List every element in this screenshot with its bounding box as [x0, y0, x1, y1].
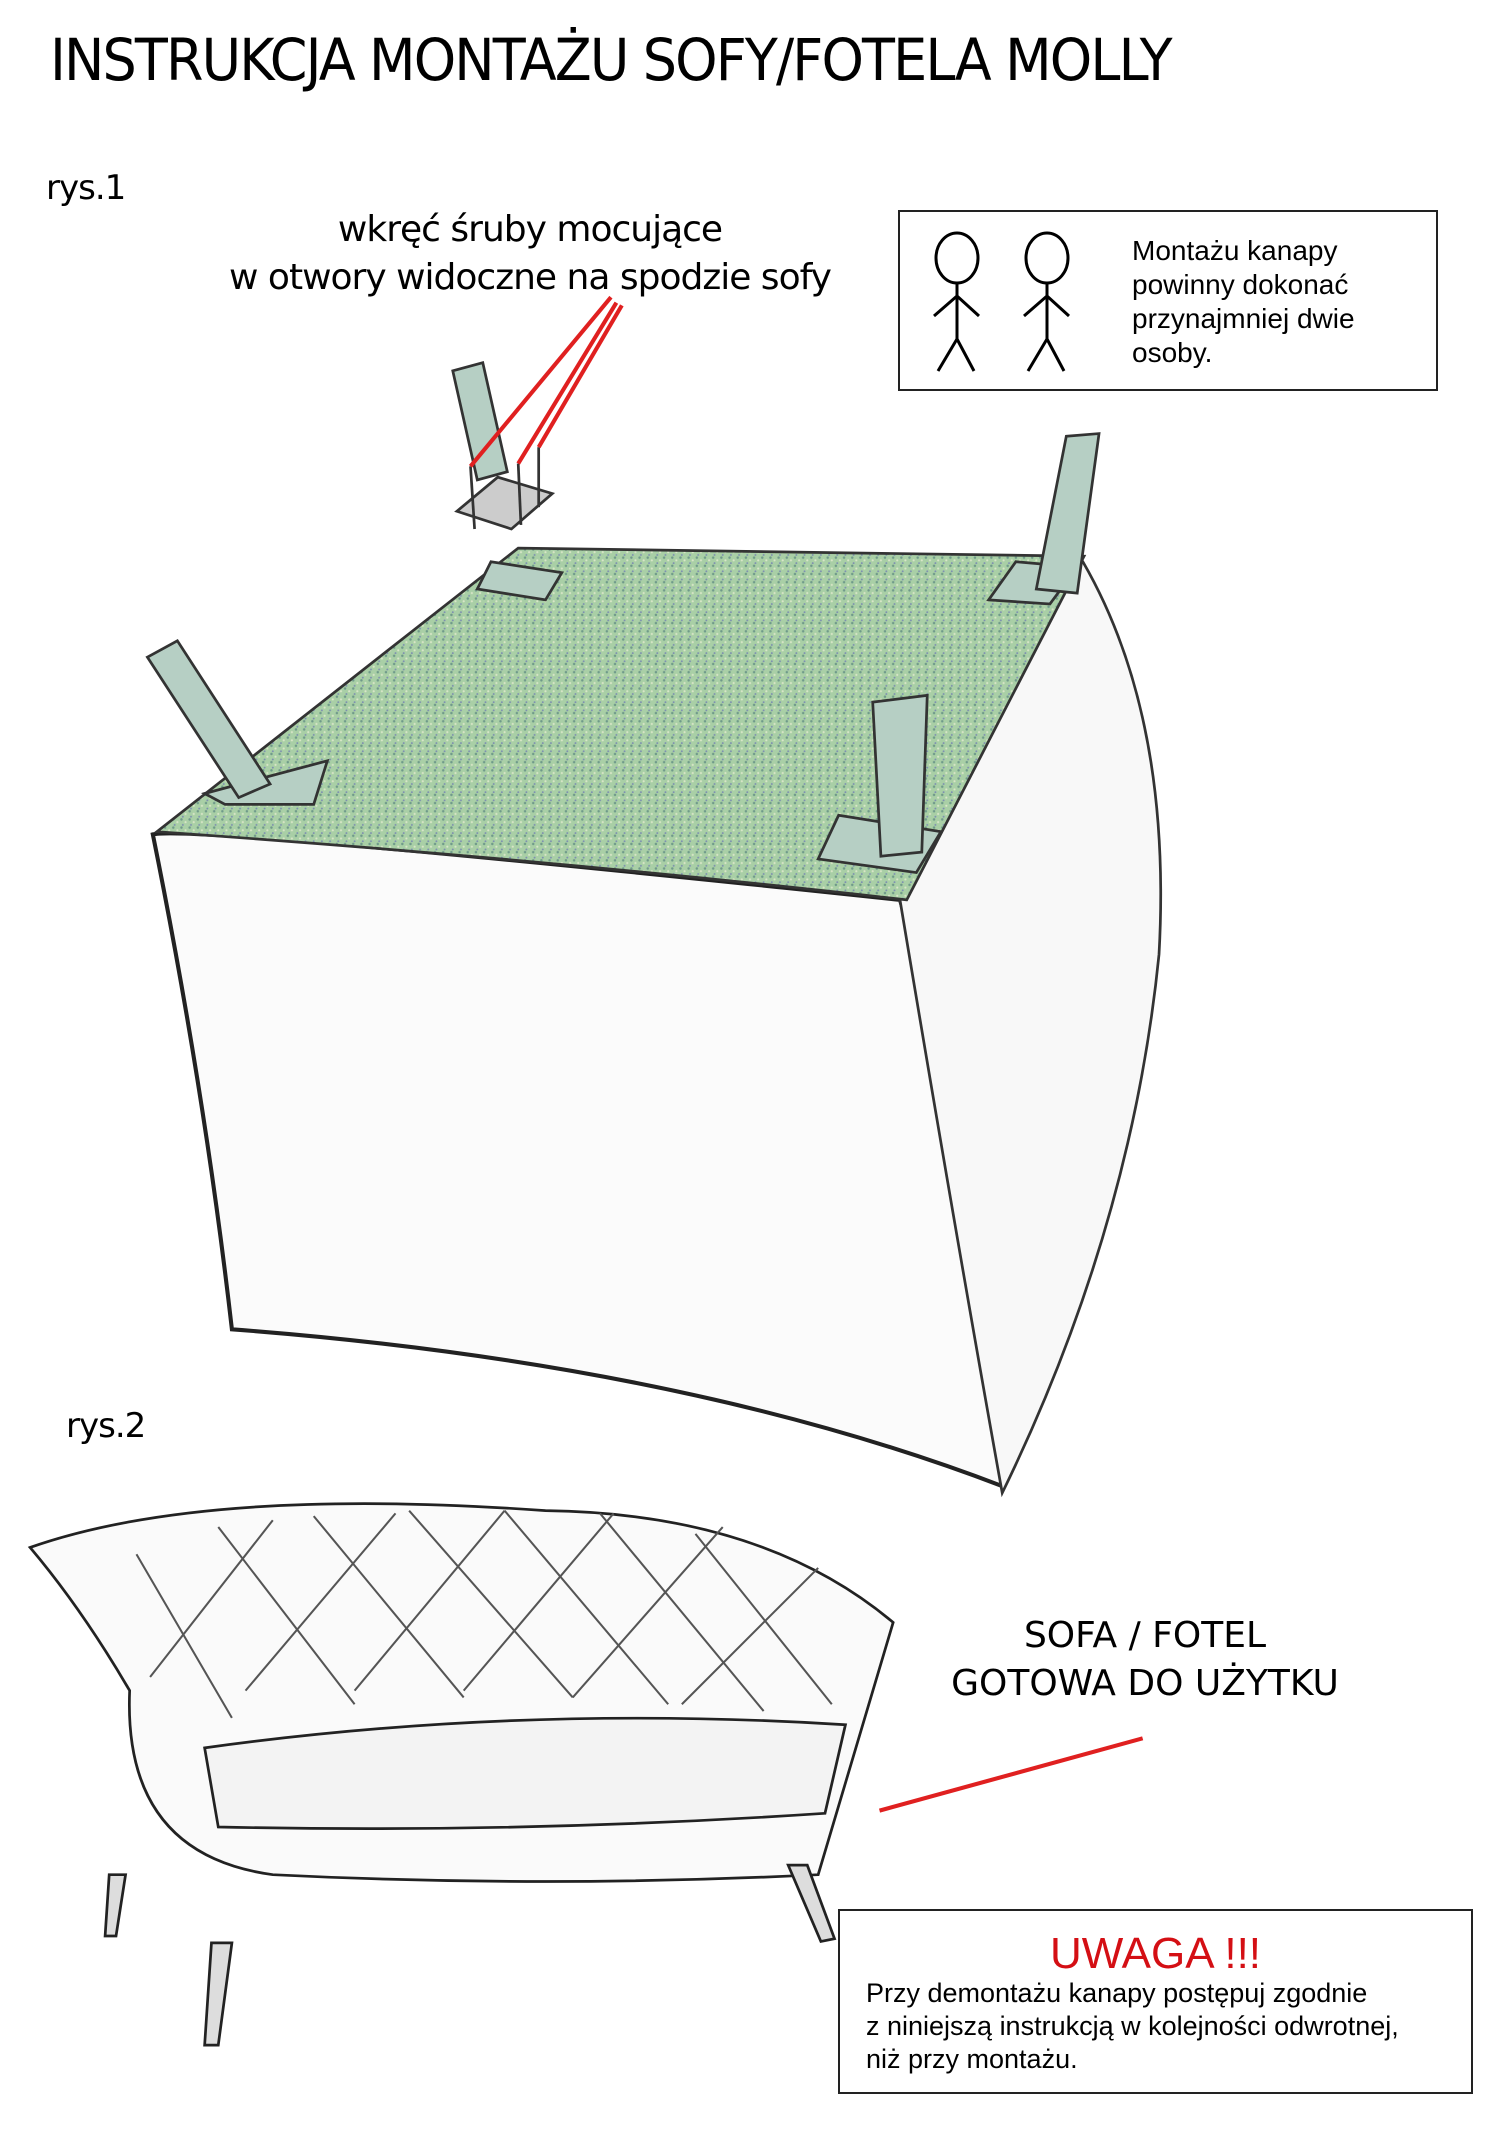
warning-line: Przy demontażu kanapy postępuj zgodnie: [866, 1978, 1368, 2008]
warning-line: niż przy montażu.: [866, 2044, 1078, 2074]
people-note-text: Montażu kanapy powinny dokonać przynajmn…: [1132, 234, 1355, 370]
sofa-underside: [153, 546, 1087, 902]
upside-down-sofa-drawing: [145, 295, 1163, 1498]
warning-title: UWAGA !!!: [1049, 1929, 1262, 1978]
warning-text: Przy demontażu kanapy postępuj zgodnie z…: [866, 1977, 1399, 2076]
leg: [145, 432, 1101, 875]
warning-line: z niniejszą instrukcją w kolejności odwr…: [866, 2011, 1399, 2041]
figure2-caption: SOFA / FOTEL GOTOWA DO UŻYTKU: [900, 1612, 1390, 1708]
caption-line: SOFA / FOTEL: [1023, 1615, 1267, 1656]
red-pointer-line: [878, 1736, 1144, 1813]
caption-line: wkręć śruby mocujące: [337, 209, 723, 250]
two-stick-figures-icon: [933, 231, 1071, 372]
page-title: INSTRUKCJA MONTAŻU SOFY/FOTELA MOLLY: [50, 26, 1173, 94]
people-note-box: Montażu kanapy powinny dokonać przynajmn…: [898, 210, 1438, 391]
figure1-label: rys.1: [46, 168, 126, 208]
note-line: Montażu kanapy: [1132, 235, 1338, 266]
warning-box: UWAGA !!! Przy demontażu kanapy postępuj…: [838, 1909, 1473, 2094]
figure2-label: rys.2: [66, 1406, 146, 1446]
caption-line: w otwory widoczne na spodzie sofy: [229, 257, 832, 298]
assembled-sofa-drawing: [27, 1502, 1144, 2047]
note-line: osoby.: [1132, 337, 1213, 368]
sofa-legs: [103, 1863, 837, 2047]
caption-line: GOTOWA DO UŻYTKU: [951, 1663, 1339, 1704]
note-line: przynajmniej dwie: [1132, 303, 1355, 334]
figure1-caption: wkręć śruby mocujące w otwory widoczne n…: [200, 206, 860, 302]
red-pointer-lines: [468, 295, 624, 468]
loose-leg-with-screws: [451, 360, 556, 531]
note-line: powinny dokonać: [1132, 269, 1349, 300]
sofa-front-face: [150, 831, 1005, 1490]
sofa-seat: [203, 1716, 848, 1831]
